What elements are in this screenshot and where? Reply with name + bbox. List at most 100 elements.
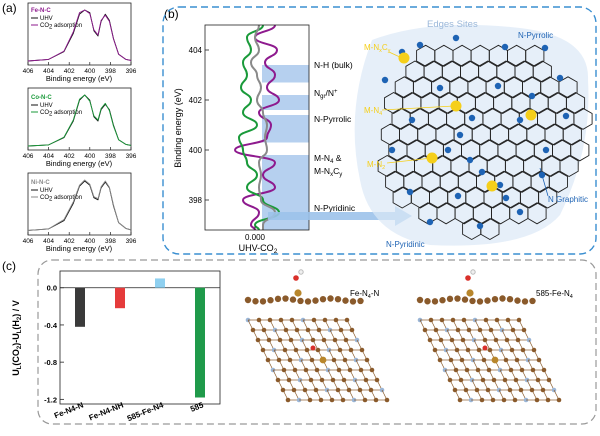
carbon-atom xyxy=(499,295,506,302)
n-graphitic-leader xyxy=(539,167,549,197)
hexagon xyxy=(525,44,545,67)
carbon-atom xyxy=(349,298,357,305)
carbon-atom xyxy=(446,295,454,303)
carbon-atom xyxy=(304,298,312,305)
nitrogen-atom xyxy=(406,188,414,196)
xps-lines xyxy=(27,9,132,62)
x-tick-label: 585 xyxy=(189,400,205,414)
hydrogen-atom xyxy=(298,269,304,275)
iron-atom xyxy=(294,289,302,297)
band-label: N-H (bulk) xyxy=(314,60,353,70)
x-tick-label: 400 xyxy=(84,68,95,75)
y-axis-label: Binding energy (eV) xyxy=(173,88,183,168)
n-pyridinic-label: N-Pyridinic xyxy=(386,240,425,249)
nitrogen-atom xyxy=(444,146,452,154)
x-tick-label: 400 xyxy=(84,238,95,245)
x-tick-label: 404 xyxy=(43,153,54,160)
x-tick-label: 402 xyxy=(64,153,75,160)
band-label: Ngr/N+ xyxy=(314,88,338,100)
band-label: N-Pyridinic xyxy=(314,203,356,213)
panel-b-frame xyxy=(162,6,597,255)
nitrogen-atom xyxy=(381,76,389,84)
xps-lines xyxy=(27,179,132,231)
y-axis-label: UL(CO2)-UL(H2) / V xyxy=(11,300,23,376)
x-tick-label: Fe-N4-N xyxy=(53,400,85,420)
y-ticks: 0.0-0.4-0.8-1.2 xyxy=(44,284,64,404)
graphene-structure xyxy=(354,24,593,246)
carbon-atom xyxy=(469,297,476,305)
plot-frame xyxy=(59,270,221,405)
nitrogen-atom xyxy=(542,146,550,154)
legend-label-uhv: UHV xyxy=(40,16,53,22)
x-axis-label: Binding energy (eV) xyxy=(46,74,113,83)
x-tick-label: 398 xyxy=(105,68,116,75)
carbon-atom xyxy=(424,298,431,305)
model-585-fe-n4 xyxy=(416,269,562,403)
x-tick-label: 406 xyxy=(23,153,34,160)
panel-a-label: (a) xyxy=(2,1,17,15)
band-label: M-N4 & xyxy=(314,153,342,165)
series-line-co2 xyxy=(27,9,132,62)
x-tick-label: 402 xyxy=(64,68,75,75)
carbon-atom xyxy=(297,297,304,305)
bar-fe-n4-nh xyxy=(115,287,125,309)
oxygen-atom xyxy=(293,275,299,281)
y-tick-label: -0.4 xyxy=(44,321,58,330)
mn4-label: M-N4 xyxy=(364,106,382,117)
plot-frame xyxy=(204,24,310,231)
edges-sites-label: Edges Sites xyxy=(427,19,478,30)
x-tick-label: 406 xyxy=(23,68,34,75)
panel-c-label: (c) xyxy=(2,259,16,273)
x-tick-label: 396 xyxy=(126,238,137,245)
mnxcy-label: M-NxCy xyxy=(364,43,391,54)
model-left-label: Fe-N4-N xyxy=(350,289,380,300)
carbon-atom xyxy=(319,295,327,303)
band-label: N-Pyrrolic xyxy=(314,114,352,124)
nitrogen-atom xyxy=(478,168,486,176)
mn4-leader xyxy=(381,105,455,111)
series-line-fe xyxy=(233,24,281,231)
metal-atom xyxy=(525,109,537,121)
x-axis-label: Binding energy (eV) xyxy=(46,244,113,253)
nitrogen-atom xyxy=(466,156,474,164)
carbon-atom xyxy=(521,298,529,305)
x-axis-label: UHV-CO2 xyxy=(239,243,278,255)
mn2-label: M-N2 xyxy=(367,160,385,171)
nitrogen-atom xyxy=(502,194,510,202)
y-tick-label: 398 xyxy=(189,196,203,205)
carbon-atom xyxy=(514,297,521,304)
iron-atom xyxy=(466,289,474,297)
nitrogen-atom xyxy=(476,222,484,230)
x-tick-label: 406 xyxy=(23,238,34,245)
nitrogen-atom xyxy=(416,41,424,49)
carbon-atom xyxy=(416,296,424,304)
carbon-atom xyxy=(327,295,334,302)
x-axis-label: Binding energy (eV) xyxy=(46,159,113,168)
energy-band xyxy=(262,115,309,143)
legend-label-uhv: UHV xyxy=(40,188,53,194)
hexagon xyxy=(527,202,547,225)
carbon-atom xyxy=(342,297,349,304)
legend-title: Ni-N-C xyxy=(31,180,50,186)
y-tick-label: 404 xyxy=(189,46,203,55)
carbon-atom xyxy=(274,295,282,303)
nitrogen-atom xyxy=(452,34,460,42)
x-tick-label: 402 xyxy=(64,238,75,245)
metal-atom xyxy=(398,52,410,64)
legend-title: Fe-N-C xyxy=(31,8,51,14)
carbon-atom xyxy=(312,297,319,304)
hexagon xyxy=(559,154,579,178)
nitrogen-atom xyxy=(516,116,524,124)
energy-band xyxy=(262,155,309,213)
hexagon xyxy=(562,123,582,146)
y-tick-label: 400 xyxy=(189,146,203,155)
bars xyxy=(60,278,220,398)
hexagon xyxy=(573,107,593,130)
series-line-ni xyxy=(249,24,277,230)
difference-lines xyxy=(233,24,281,231)
